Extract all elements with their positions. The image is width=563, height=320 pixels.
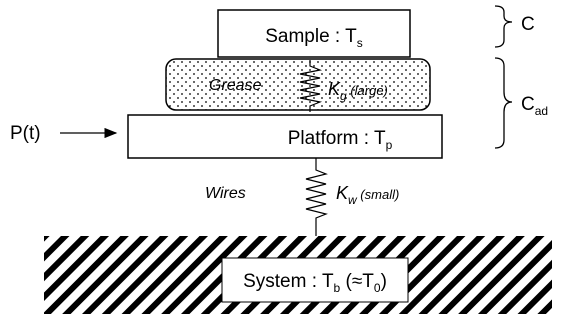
brace-cad-label: Cad xyxy=(521,94,548,118)
brace-cad-icon xyxy=(494,57,513,149)
system-label: System : Tb (≈T0) xyxy=(243,271,387,295)
grease-label: Grease xyxy=(209,77,262,94)
system-label-box xyxy=(221,257,409,303)
brace-c-label: C xyxy=(521,14,535,35)
wires-label: Wires xyxy=(205,185,246,202)
grease-spring-icon xyxy=(299,60,323,112)
wire-spring-icon xyxy=(305,158,328,236)
platform-label: Platform : Tp xyxy=(288,128,393,152)
grease-k-label: Kg (large) xyxy=(328,79,388,103)
sample-label: Sample : Ts xyxy=(265,26,363,50)
wires-k-label: Kw (small) xyxy=(336,183,399,207)
sample-box xyxy=(217,9,411,58)
power-label: P(t) xyxy=(10,123,41,144)
platform-box xyxy=(127,114,443,159)
grease-layer xyxy=(165,58,431,111)
brace-c-icon xyxy=(494,5,513,48)
